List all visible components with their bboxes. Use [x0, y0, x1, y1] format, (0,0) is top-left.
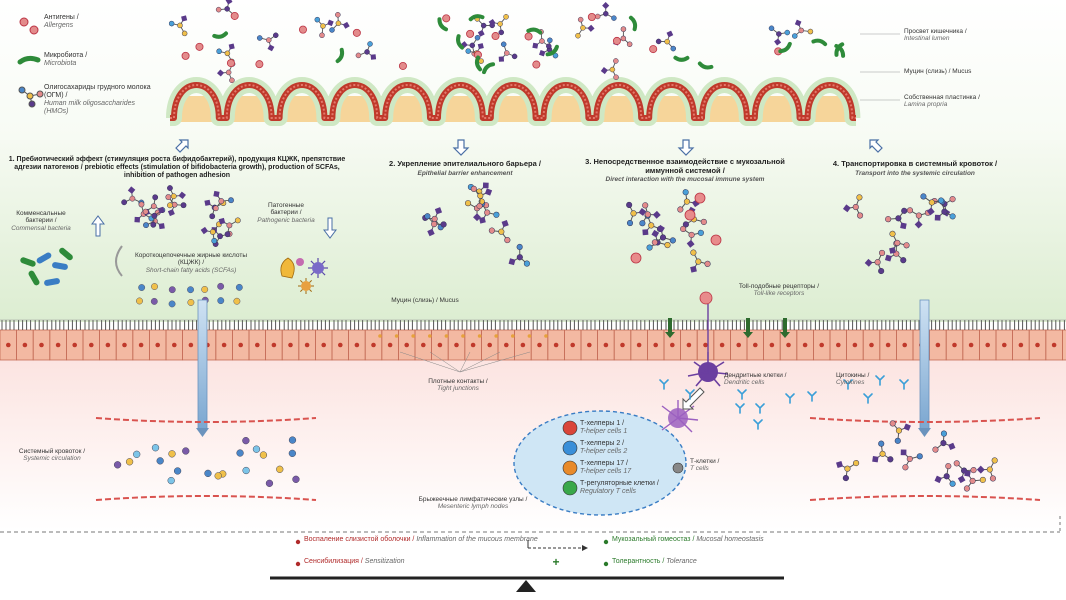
lumen-microbes — [168, 0, 846, 84]
arrow-section-2 — [452, 139, 470, 156]
section-3-title: 3. Непосредственное взаимодействие с мук… — [585, 157, 785, 184]
label-dendritic-cells: Дендритные клетки /Dendritic cells — [724, 372, 787, 387]
label-lamina-propria: Собственная пластинка /Lamina propria — [904, 94, 980, 109]
section-4-title: 4. Транспортировка в системный кровоток … — [832, 159, 998, 177]
dc-migration-arrow — [682, 387, 705, 410]
label-commensal-bacteria: Комменсальные бактерии /Commensal bacter… — [11, 210, 71, 232]
bottom-bullets — [295, 539, 609, 567]
label-t-cells: Т-клетки /T cells — [690, 458, 720, 473]
mucus-layer-background — [0, 140, 1066, 322]
lymph-cell-label-th1: Т-хелперы 1 /T-helper cells 1 — [580, 420, 628, 436]
label-mucus-villi: Муцин (слизь) / Mucus — [391, 297, 459, 304]
label-scfa: Короткоцепочечные жирные кислоты (КЦЖК) … — [134, 252, 248, 274]
lymph-cell-3 — [562, 480, 578, 496]
lymph-cell-1 — [562, 440, 578, 456]
villi-band — [166, 77, 861, 126]
section-2-title: 2. Укрепление эпителиального барьера /Ep… — [389, 159, 541, 177]
balance-fulcrum — [516, 580, 536, 592]
dendritic-cell-upper — [687, 291, 729, 387]
lymph-cell-label-treg: Т-регуляторные клетки /Regulatory T cell… — [580, 480, 659, 496]
arrow-section-4 — [869, 139, 883, 153]
lymph-node-cells — [562, 420, 684, 496]
lymph-cell-label-th17: Т-хелперы 17 /T-helper cells 17 — [580, 460, 632, 476]
legend-allergens: Антигены /Allergens — [44, 14, 79, 30]
section1-graphics — [20, 185, 337, 308]
tight-junction-pointer-lines — [399, 351, 531, 373]
blood-vessel-left — [95, 417, 317, 501]
lymph-cell-2 — [562, 460, 578, 476]
label-tight-junctions: Плотные контакты /Tight junctions — [428, 378, 488, 393]
blood-vessel-right — [809, 417, 1041, 501]
label-systemic-circulation: Системный кровоток /Systemic circulation — [18, 448, 86, 463]
dendritic-cell-lower — [661, 400, 699, 433]
balance-plus: + — [552, 555, 559, 569]
legend-microbiota-icon — [17, 55, 41, 65]
section-1-title: 1. Пребиотический эффект (стимуляция рос… — [8, 156, 346, 180]
section4-hmo-cluster — [842, 193, 956, 275]
epithelium-band — [0, 319, 1066, 361]
outcome-inflammation: Воспаление слизистой оболочки / Inflamma… — [304, 536, 538, 543]
lymph-node — [513, 410, 687, 516]
arrow-section-1 — [175, 139, 189, 153]
section2-hmo-cluster — [422, 182, 530, 267]
outcome-sensitization: Сенсибилизация / Sensitization — [304, 558, 405, 565]
label-intestinal-lumen: Просвет кишечника /Intestinal lumen — [904, 28, 967, 43]
section-arrows — [175, 139, 883, 156]
label-mesenteric-lymph-nodes: Брыжеечные лимфатические узлы /Mesenteri… — [418, 496, 528, 511]
section3-hmo-cluster — [626, 189, 722, 273]
cytokines-scatter — [659, 375, 909, 430]
label-cytokines: Цитокины /Cytokines — [836, 372, 870, 387]
outcome-mucosal-homeostasis: Мукозальный гомеостаз / Mucosal homeosta… — [612, 536, 764, 543]
legend-icons — [17, 17, 44, 108]
toll-like-receptors — [665, 318, 790, 338]
outcome-tolerance: Толерантность / Tolerance — [612, 558, 697, 565]
transport-pipe-left — [197, 299, 208, 431]
label-pathogenic-bacteria: Патогенные бактерии /Pathogenic bacteria — [257, 202, 315, 224]
right-guide-lines — [860, 33, 900, 101]
legend-microbiota: Микробиота /Microbiota — [44, 52, 88, 68]
arrow-section-3 — [677, 139, 695, 156]
label-toll-like-receptors: Toll-подобные рецепторы /Toll-like recep… — [738, 283, 820, 298]
legend-hmo: Олигосахариды грудного молока (ОГМ) /Hum… — [44, 84, 151, 116]
lymph-cell-label-th2: Т-хелперы 2 /T-helper cells 2 — [580, 440, 628, 456]
lymph-cell-0 — [562, 420, 578, 436]
label-mucus: Муцин (слизь) / Mucus — [904, 68, 972, 75]
transport-pipe-right — [919, 299, 930, 431]
legend-allergen-icon — [19, 17, 29, 27]
legend-hmo-icon — [18, 86, 44, 108]
